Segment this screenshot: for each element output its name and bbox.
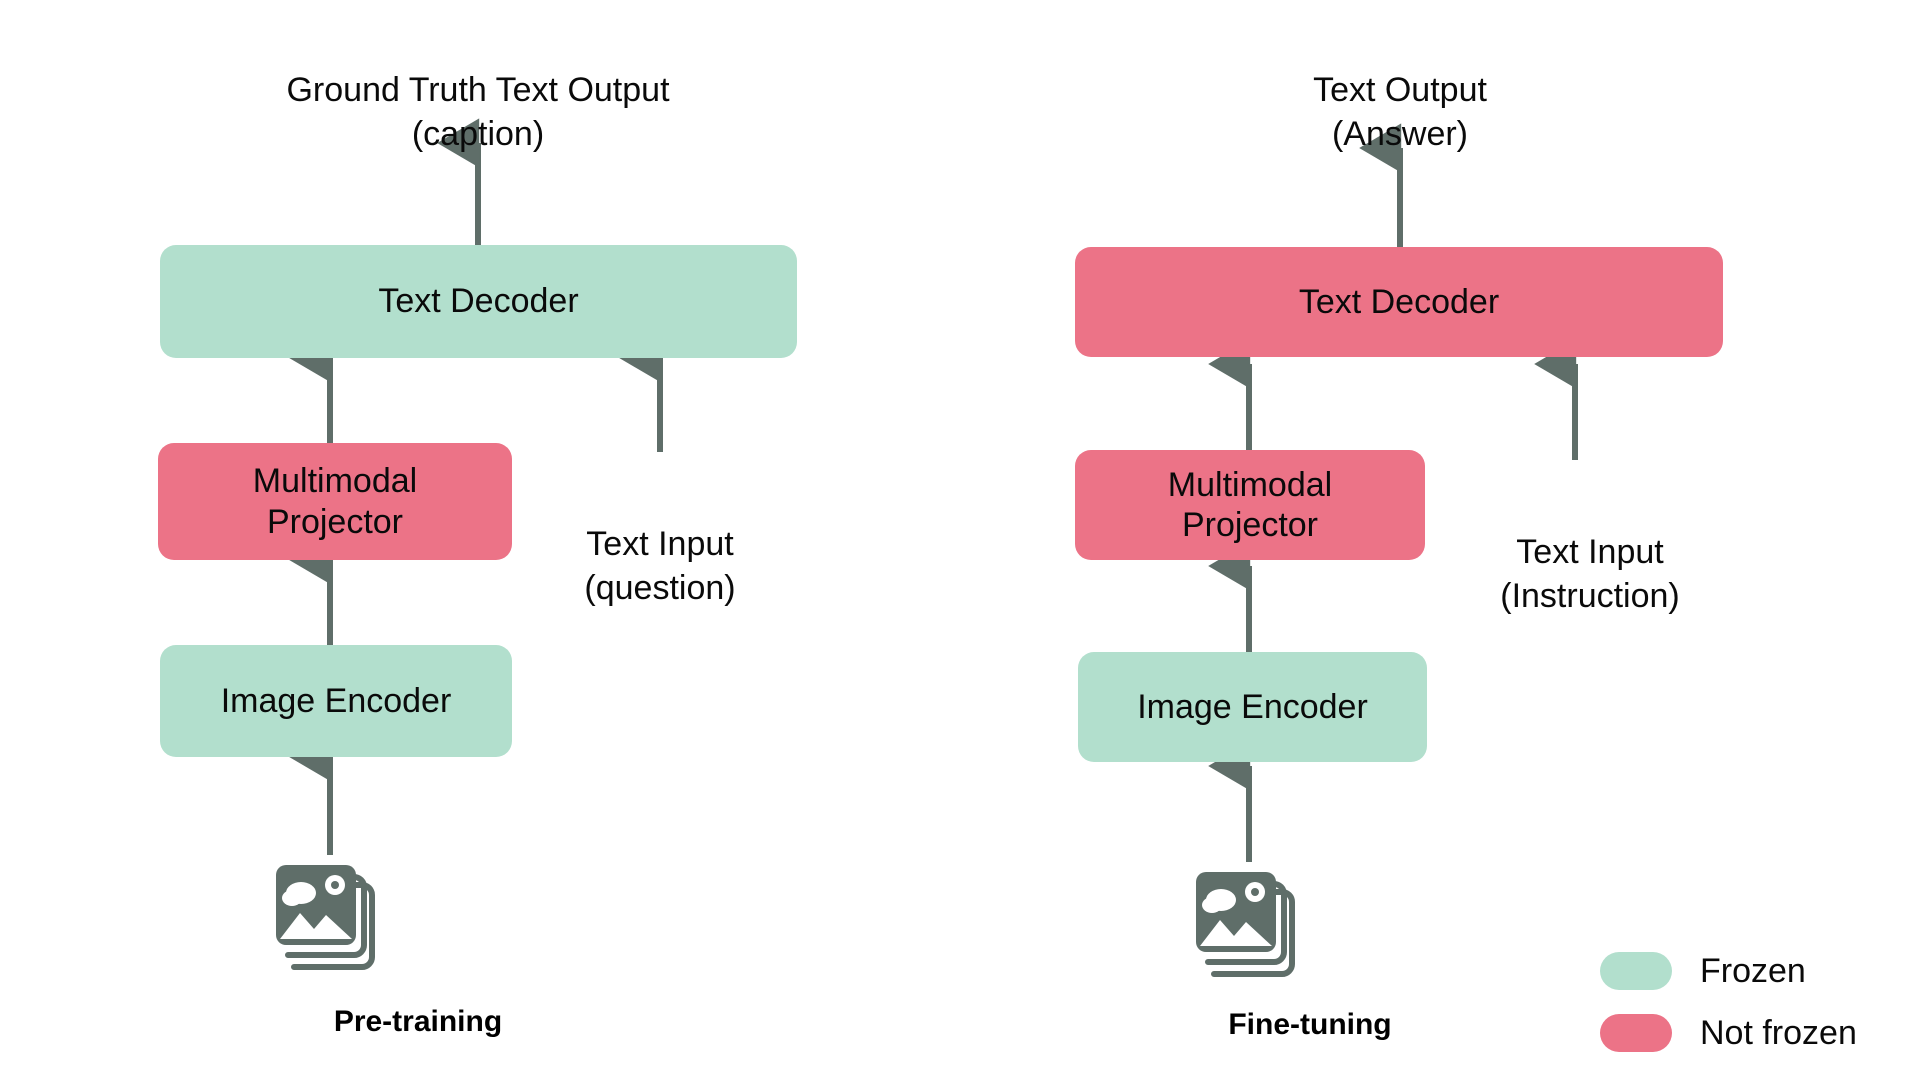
left-output-label-text: Ground Truth Text Output (caption) (286, 71, 670, 154)
right-stage-label: Fine-tuning (1170, 1008, 1450, 1042)
right-text-input-label: Text Input (Instruction) (1420, 486, 1760, 619)
right-text-decoder-label: Text Decoder (1298, 282, 1500, 321)
right-stage-label-text: Fine-tuning (1228, 1008, 1392, 1041)
left-multimodal-projector-box[interactable]: Multimodal Projector (158, 443, 512, 560)
right-multimodal-projector-box[interactable]: Multimodal Projector (1075, 450, 1425, 560)
left-output-label: Ground Truth Text Output (caption) (258, 24, 698, 157)
left-image-stack-icon (268, 855, 388, 975)
right-text-decoder-box[interactable]: Text Decoder (1075, 247, 1723, 357)
left-stage-label: Pre-training (278, 1005, 558, 1039)
right-image-encoder-box[interactable]: Image Encoder (1078, 652, 1427, 762)
left-image-encoder-label: Image Encoder (220, 681, 452, 720)
left-image-encoder-box[interactable]: Image Encoder (160, 645, 512, 757)
left-text-decoder-box[interactable]: Text Decoder (160, 245, 797, 358)
legend-swatch-not-frozen (1600, 1014, 1672, 1052)
left-text-input-label-text: Text Input (question) (584, 525, 736, 608)
legend-label-not-frozen: Not frozen (1700, 1013, 1857, 1052)
right-image-encoder-label: Image Encoder (1137, 687, 1368, 726)
right-multimodal-projector-label: Multimodal Projector (1167, 465, 1333, 544)
left-multimodal-projector-label: Multimodal Projector (252, 462, 418, 541)
left-stage-label-text: Pre-training (333, 1005, 503, 1038)
right-output-label-text: Text Output (Answer) (1313, 71, 1487, 154)
right-output-label: Text Output (Answer) (1180, 24, 1620, 157)
legend-label-frozen: Frozen (1700, 951, 1806, 990)
left-text-decoder-label: Text Decoder (378, 282, 579, 321)
right-text-input-label-text: Text Input (Instruction) (1500, 533, 1680, 616)
legend-swatch-frozen (1600, 952, 1672, 990)
left-text-input-label: Text Input (question) (500, 478, 820, 611)
legend-item-not-frozen: Not frozen (1600, 1002, 1900, 1064)
right-image-stack-icon (1188, 862, 1308, 982)
legend: Frozen Not frozen (1600, 940, 1900, 1064)
legend-item-frozen: Frozen (1600, 940, 1900, 1002)
